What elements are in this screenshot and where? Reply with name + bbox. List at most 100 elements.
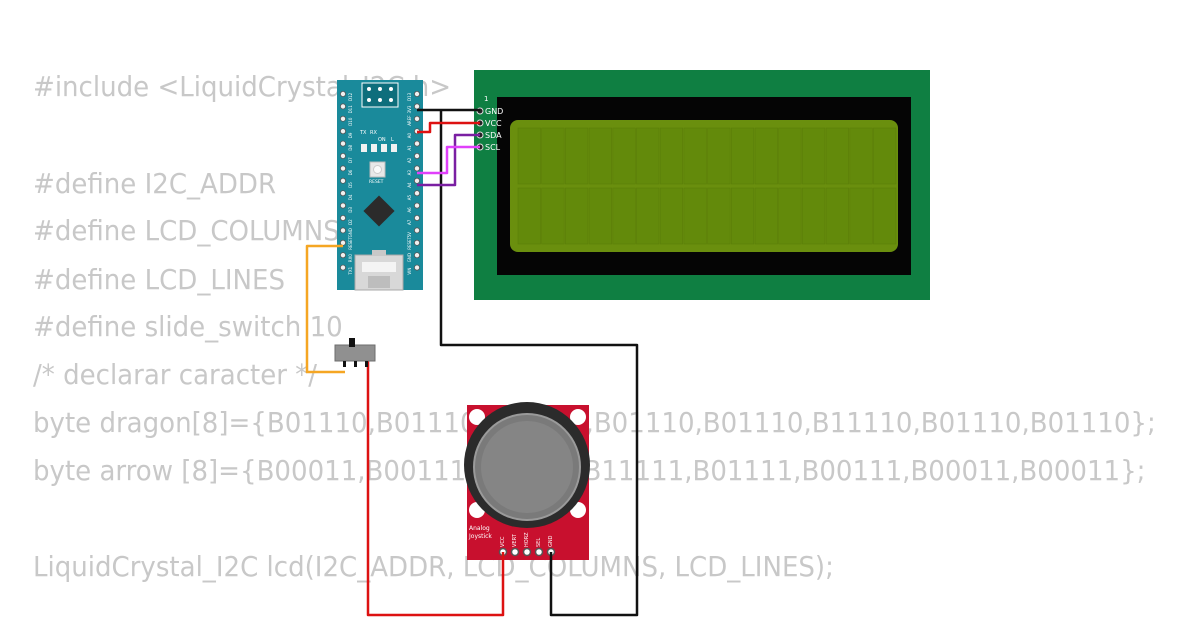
arduino-pin-label: A6 — [407, 207, 412, 213]
arduino-pin-label: D13 — [407, 92, 412, 101]
arduino-pin[interactable] — [413, 202, 420, 209]
lcd-character-cell — [612, 187, 636, 245]
status-leds — [361, 144, 397, 152]
arduino-pin-label: 5V — [407, 232, 412, 238]
icsp-header — [361, 82, 399, 108]
lcd-character-cell — [730, 127, 755, 185]
arduino-pin[interactable] — [339, 103, 346, 110]
arduino-pin[interactable] — [413, 91, 420, 98]
lcd-pin-label-scl: SCL — [485, 143, 501, 152]
arduino-pin-label: D4 — [348, 194, 353, 200]
lcd-character-cell — [849, 187, 873, 245]
lcd-display[interactable]: 1 GND VCC SDA SCL — [474, 70, 930, 300]
arduino-pin[interactable] — [413, 152, 420, 159]
joystick-label-joystick: Joystick — [468, 533, 492, 540]
arduino-pin[interactable] — [413, 140, 420, 147]
arduino-pin-label: 3V3 — [407, 105, 412, 113]
usb-shield-tab — [372, 250, 386, 256]
arduino-pin[interactable] — [339, 252, 346, 259]
lcd-character-cell — [517, 127, 541, 185]
arduino-pin[interactable] — [413, 264, 420, 271]
arduino-pin-label: D10 — [348, 117, 353, 126]
arduino-pin[interactable] — [339, 115, 346, 122]
lcd-character-cell — [659, 127, 684, 185]
arduino-pin[interactable] — [339, 165, 346, 172]
slide-switch-body — [334, 344, 376, 362]
arduino-pin[interactable] — [413, 103, 420, 110]
joystick-pin-label-horz: HORZ — [524, 532, 530, 547]
led-label-l: L — [391, 137, 394, 143]
arduino-pin[interactable] — [413, 165, 420, 172]
arduino-pin-label: TX1 — [348, 266, 353, 275]
arduino-pin[interactable] — [339, 128, 346, 135]
joystick-pin-label-sel: SEL — [536, 538, 542, 547]
arduino-pin[interactable] — [413, 214, 420, 221]
arduino-pin-label: D12 — [348, 92, 353, 101]
arduino-pin-label: A2 — [407, 157, 412, 163]
arduino-pin-label: RESET — [348, 236, 353, 249]
lcd-character-cell — [873, 187, 897, 245]
lcd-character-cell — [636, 127, 660, 185]
arduino-pin[interactable] — [413, 115, 420, 122]
arduino-pin-label: D2 — [348, 219, 353, 225]
arduino-pin[interactable] — [339, 177, 346, 184]
analog-joystick[interactable]: Analog Joystick VCC VERT HORZ SEL GND — [464, 402, 590, 560]
slide-switch-knob[interactable] — [349, 338, 355, 347]
arduino-pin[interactable] — [413, 227, 420, 234]
lcd-character-cell — [565, 127, 589, 185]
usb-port-opening — [362, 262, 396, 272]
lcd-character-cell — [636, 187, 660, 245]
arduino-pin-label: A4 — [407, 182, 412, 188]
arduino-pin[interactable] — [339, 140, 346, 147]
joystick-pin-labels: VCC VERT HORZ SEL GND — [500, 532, 554, 547]
arduino-pin-label: A3 — [407, 170, 412, 176]
led-label-on: ON — [378, 137, 386, 143]
lcd-character-cell — [612, 127, 636, 185]
reset-label: RESET — [369, 179, 384, 185]
joystick-mount-hole — [469, 409, 485, 425]
wire-switch-d10 — [305, 244, 345, 374]
arduino-pin[interactable] — [413, 190, 420, 197]
joystick-pin-label-vert: VERT — [512, 533, 518, 547]
arduino-pin-label: AREF — [407, 115, 412, 126]
arduino-pin-label: VIN — [407, 268, 412, 275]
joystick-pins[interactable] — [498, 547, 556, 557]
lcd-character-cell — [802, 187, 826, 245]
icsp-pins — [367, 87, 393, 102]
arduino-pin[interactable] — [339, 214, 346, 221]
joystick-pin-label-vcc: VCC — [500, 536, 506, 547]
arduino-pin[interactable] — [413, 177, 420, 184]
arduino-pin-label: RX0 — [348, 254, 353, 263]
arduino-nano[interactable]: D12D11D10D9D8D7D6D5D4D3D2GNDRESETRX0TX1 … — [337, 80, 423, 291]
joystick-knob-top — [481, 421, 573, 513]
lcd-character-cell — [565, 187, 589, 245]
lcd-character-cell — [754, 127, 778, 185]
arduino-pin[interactable] — [339, 152, 346, 159]
arduino-pin[interactable] — [339, 202, 346, 209]
arduino-pin[interactable] — [339, 190, 346, 197]
lcd-character-cell — [707, 127, 731, 185]
joystick-pin-vert — [510, 547, 520, 557]
lcd-pin-label-vcc: VCC — [485, 119, 502, 128]
arduino-pin-label: D8 — [348, 145, 353, 151]
arduino-pin[interactable] — [413, 239, 420, 246]
lcd-character-cell — [683, 187, 707, 245]
lcd-character-cell — [659, 187, 684, 245]
arduino-pin[interactable] — [339, 227, 346, 234]
joystick-mount-hole — [570, 409, 586, 425]
lcd-character-cell — [849, 127, 873, 185]
arduino-pin[interactable] — [339, 239, 346, 246]
arduino-pin-label: D3 — [348, 207, 353, 213]
slide-switch[interactable] — [334, 338, 376, 367]
lcd-character-cell — [825, 187, 849, 245]
lcd-character-cell — [825, 127, 849, 185]
lcd-pin-label-sda: SDA — [485, 131, 502, 140]
arduino-pin[interactable] — [413, 252, 420, 259]
led-label-tx: TX — [359, 130, 367, 136]
lcd-character-cell — [517, 187, 541, 245]
arduino-pin[interactable] — [339, 264, 346, 271]
lcd-pin-one-label: 1 — [484, 95, 488, 103]
arduino-pin[interactable] — [339, 91, 346, 98]
